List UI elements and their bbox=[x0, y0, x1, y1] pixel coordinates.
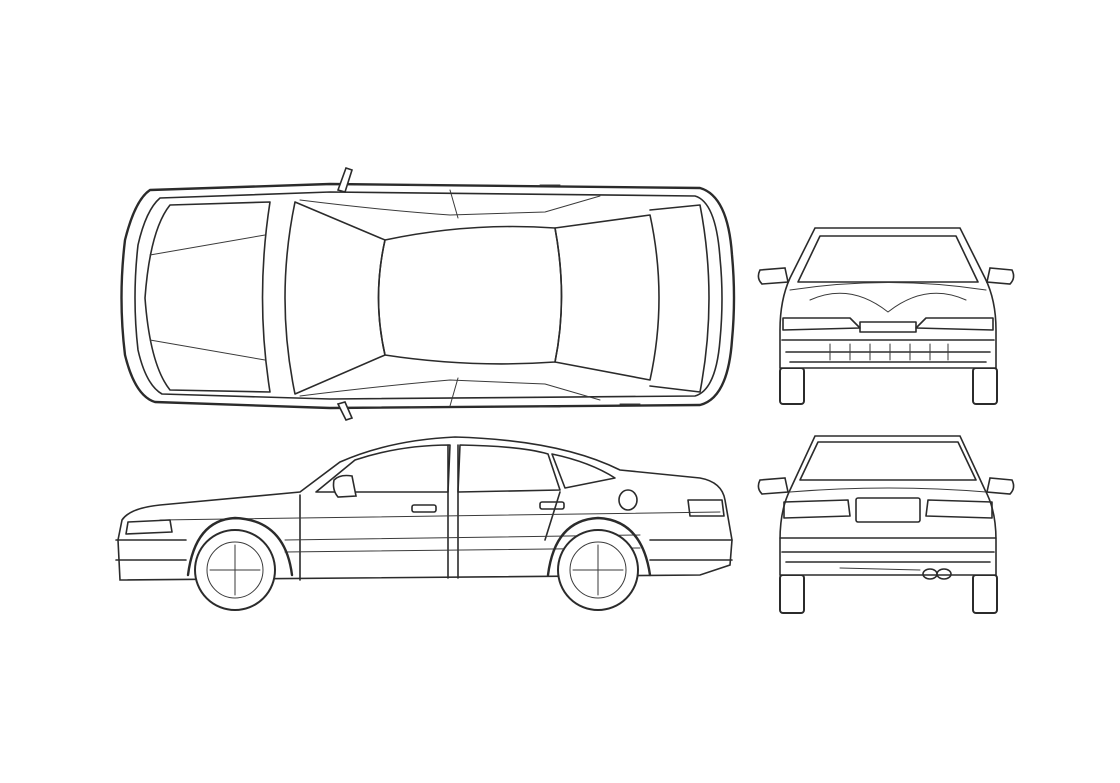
top-body-outline bbox=[120, 182, 736, 410]
front-tire-right bbox=[972, 367, 998, 405]
side-rear-door-handle bbox=[539, 501, 565, 510]
rear-exhaust-right bbox=[936, 568, 952, 580]
rear-tire-right bbox=[972, 574, 998, 614]
rear-window bbox=[799, 441, 977, 481]
side-quarter-window bbox=[551, 453, 616, 489]
side-front-door bbox=[299, 444, 449, 581]
side-front-window bbox=[315, 444, 451, 493]
side-rear-window bbox=[457, 444, 561, 493]
top-windshield bbox=[284, 201, 386, 395]
top-hood bbox=[144, 201, 271, 393]
top-mirror-left bbox=[336, 166, 354, 193]
rear-body bbox=[779, 435, 997, 576]
rear-mirror-right bbox=[986, 477, 1015, 495]
side-headlight bbox=[125, 519, 173, 535]
front-grille bbox=[859, 321, 917, 333]
front-body bbox=[779, 227, 997, 369]
top-roof bbox=[377, 225, 563, 365]
front-bumper bbox=[781, 339, 995, 363]
top-view bbox=[120, 166, 736, 421]
front-windshield bbox=[797, 235, 979, 283]
front-mirror-right bbox=[986, 267, 1015, 285]
rear-taillight-left bbox=[783, 499, 851, 519]
top-trunk bbox=[649, 204, 710, 393]
side-taillight bbox=[687, 499, 725, 517]
side-fuel-door bbox=[618, 489, 638, 511]
top-body-inner bbox=[134, 191, 723, 400]
rear-bumper bbox=[779, 537, 997, 563]
front-tire-left bbox=[779, 367, 805, 405]
side-mirror bbox=[332, 474, 357, 498]
rear-view bbox=[757, 435, 1015, 614]
rear-tire-left bbox=[779, 574, 805, 614]
front-view bbox=[757, 227, 1015, 405]
side-view bbox=[115, 436, 733, 611]
rear-mirror-left bbox=[757, 477, 789, 495]
side-rear-door bbox=[457, 444, 561, 579]
front-mirror-left bbox=[757, 267, 789, 285]
rear-license-plate bbox=[855, 497, 921, 523]
rear-taillight-right bbox=[925, 499, 993, 519]
side-front-door-handle bbox=[411, 504, 437, 513]
top-mirror-right bbox=[336, 401, 354, 421]
top-rear-window bbox=[554, 214, 660, 381]
